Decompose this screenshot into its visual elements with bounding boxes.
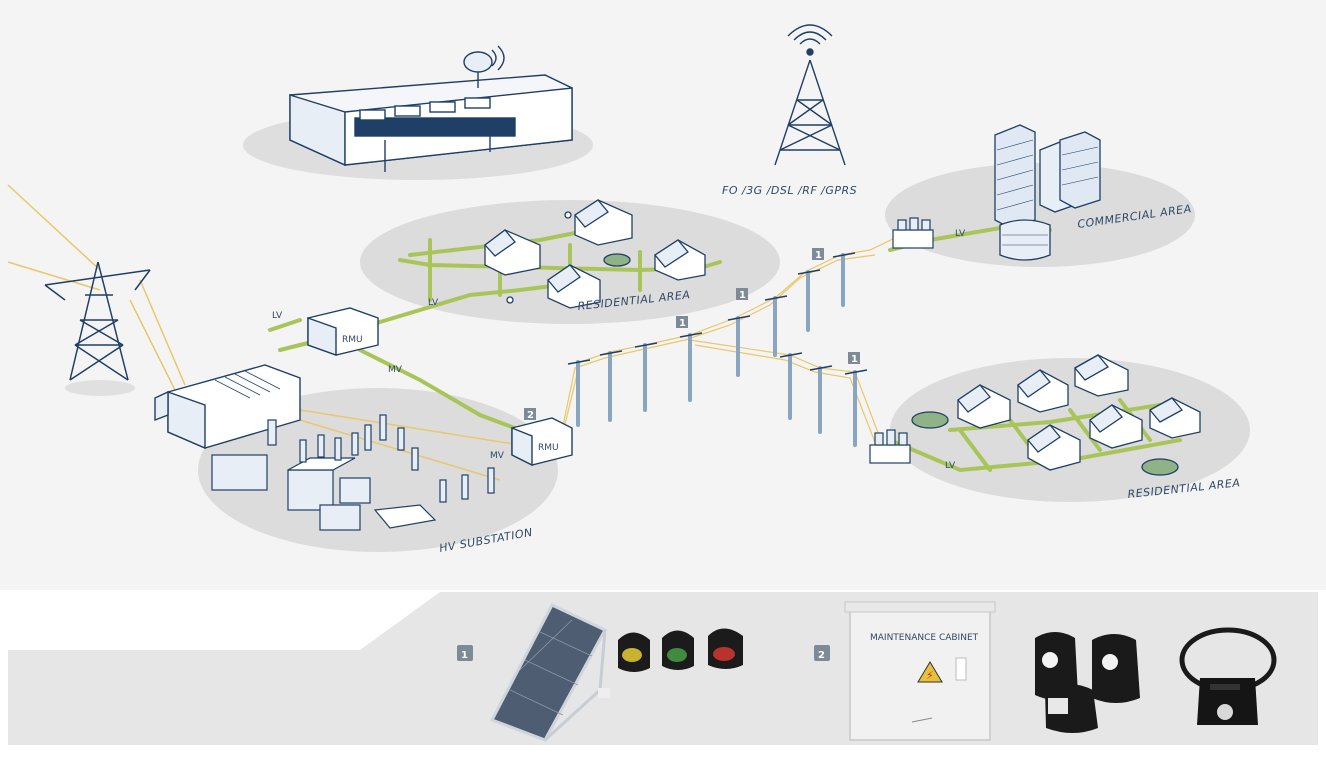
- svg-text:2: 2: [818, 650, 825, 661]
- fault-marker-1a: 1: [676, 316, 688, 329]
- substation-ground: [198, 388, 558, 552]
- pole-crossarms: [567, 252, 868, 375]
- svg-text:1: 1: [739, 290, 746, 301]
- svg-text:2: 2: [527, 410, 534, 421]
- substation-equipment: [211, 414, 495, 531]
- lv-label-3: LV: [955, 229, 966, 239]
- sensor: [1035, 632, 1078, 700]
- house: [1027, 424, 1081, 471]
- fault-indicator-green: [662, 630, 694, 670]
- svg-text:1: 1: [851, 354, 858, 365]
- control-center: [289, 45, 573, 172]
- pylon-ground: [65, 380, 135, 396]
- lv-label-4: LV: [945, 461, 956, 471]
- commercial-ground: [885, 163, 1195, 267]
- mv-label-2: MV: [490, 451, 505, 461]
- commercial-buildings: [994, 124, 1101, 261]
- house: [574, 199, 633, 246]
- svg-text:1: 1: [815, 250, 822, 261]
- house: [957, 384, 1011, 429]
- comm-label: FO /3G /DSL /RF /GPRS: [722, 184, 857, 197]
- fault-indicator-yellow: [618, 632, 650, 672]
- communication-tower: [774, 24, 846, 166]
- utility-poles: [576, 253, 857, 447]
- fault-indicators: [618, 628, 743, 672]
- house: [1089, 404, 1143, 449]
- fault-marker-1b: 1: [736, 288, 748, 301]
- rmu-bottom: [511, 417, 573, 467]
- rmu-top-label: RMU: [342, 335, 363, 345]
- cabinet-text: MAINTENANCE CABINET: [870, 633, 979, 643]
- solar-panel: [489, 603, 610, 742]
- lv-label-1: LV: [272, 311, 283, 321]
- current-sensors: [1035, 632, 1140, 733]
- house: [484, 229, 541, 276]
- transformer-top: [892, 217, 934, 249]
- ground-fault-sensor: [1179, 627, 1277, 725]
- product-marker-2: 2: [814, 645, 830, 661]
- transmission-pylon: [44, 261, 151, 381]
- house: [1148, 397, 1201, 439]
- house: [654, 239, 706, 281]
- rmu-bottom-marker: 2: [524, 408, 536, 421]
- svg-text:⚡: ⚡: [926, 669, 934, 682]
- product-marker-1: 1: [457, 645, 473, 661]
- rmu-top: [307, 307, 379, 356]
- house: [1074, 354, 1129, 397]
- substation-building: [154, 364, 301, 450]
- fault-marker-1c: 1: [812, 248, 824, 261]
- fault-marker-1d: 1: [848, 352, 860, 365]
- sensor: [1092, 634, 1140, 703]
- rmu-bottom-label: RMU: [538, 443, 559, 453]
- residential-top-houses: [484, 199, 706, 309]
- sensor: [1045, 684, 1098, 733]
- house: [547, 264, 601, 309]
- residential-right-houses: [911, 354, 1201, 476]
- svg-text:1: 1: [679, 318, 686, 329]
- svg-text:1: 1: [461, 650, 468, 661]
- fault-indicator-red: [708, 628, 743, 669]
- house: [1017, 369, 1069, 413]
- mv-label-1: MV: [388, 365, 403, 375]
- rtu-cabinet: MAINTENANCE CABINET ⚡: [844, 601, 996, 741]
- transformer-bottom: [869, 429, 911, 464]
- lv-label-2: LV: [428, 298, 439, 308]
